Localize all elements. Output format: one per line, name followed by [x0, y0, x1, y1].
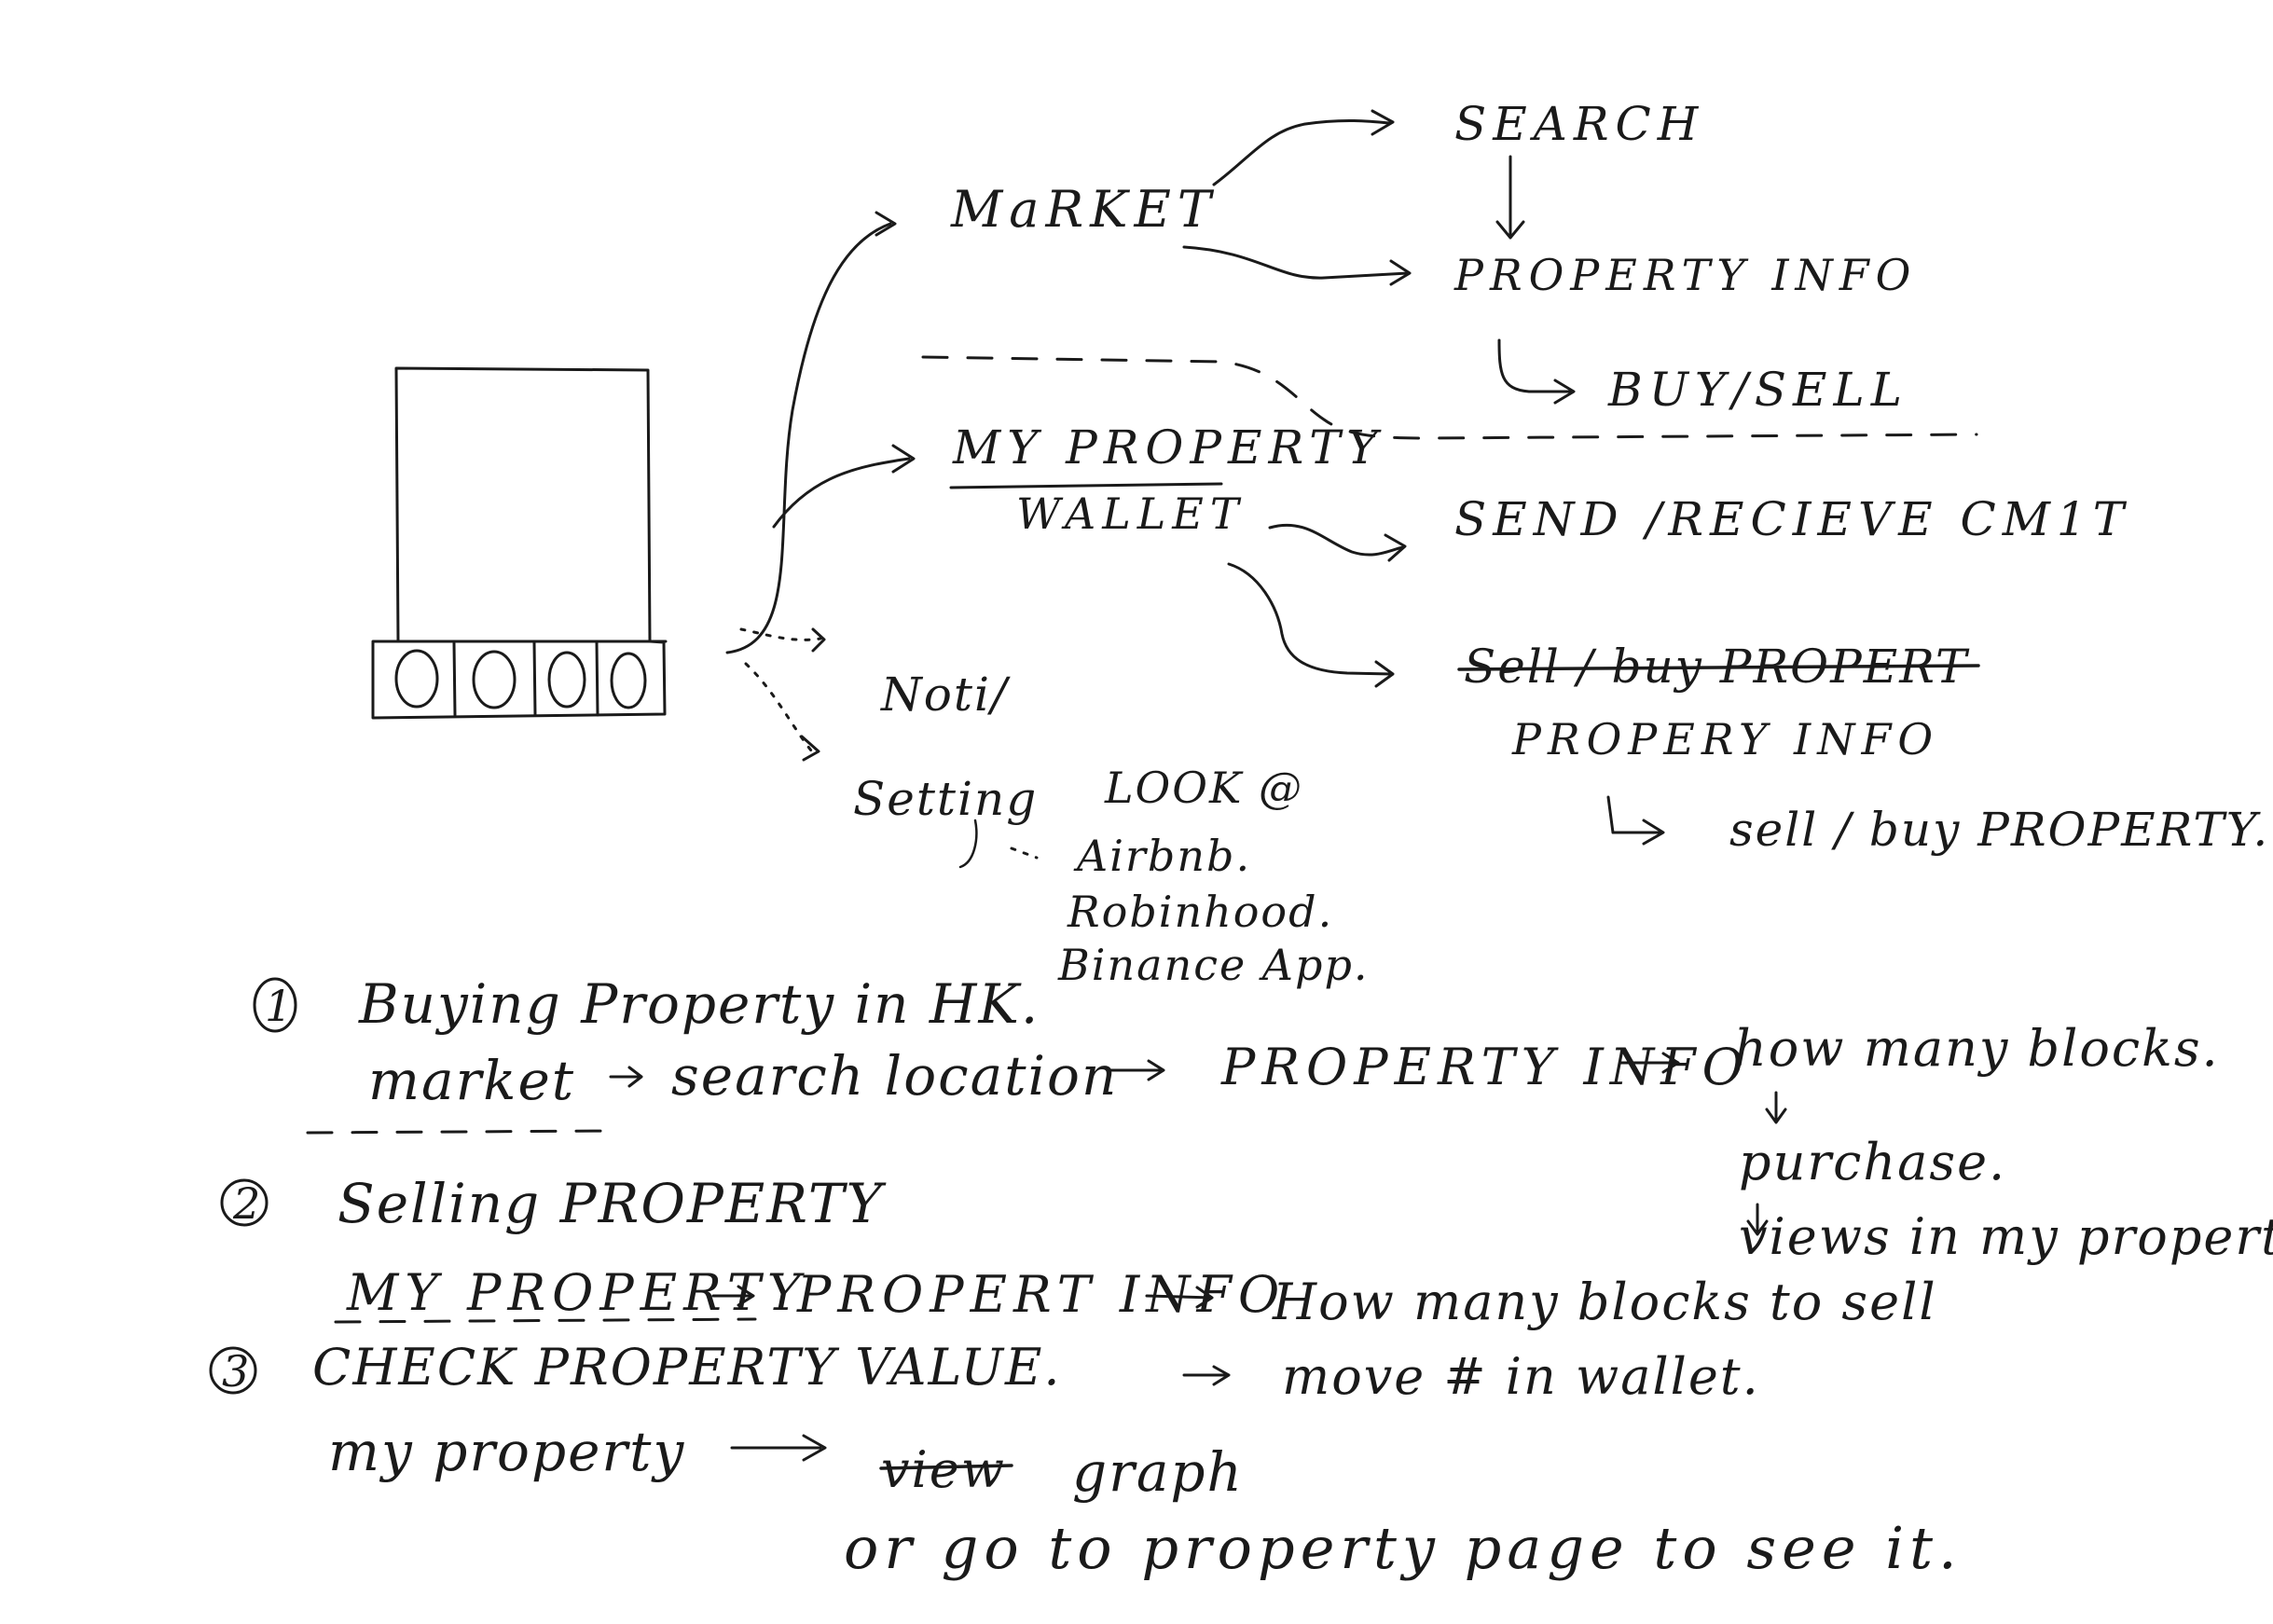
arrow-to-my-property-head — [891, 444, 916, 474]
flow2-step-3: How many blocks to sell — [1273, 1273, 1937, 1331]
arrow-to-setting — [744, 662, 813, 752]
arrow-to-sell-buy-property — [1606, 795, 1661, 834]
nav-setting-label: Setting — [853, 772, 1039, 826]
flow3-alt: or go to property page to see it. — [844, 1514, 1963, 1582]
arrow-info-to-buysell — [1497, 338, 1573, 393]
flow3-struck-view: view — [881, 1440, 1006, 1499]
wallet-property-info-label: PROPERY INFO — [1512, 714, 1940, 764]
arrow-to-sell-buy-head — [1374, 660, 1395, 688]
phone-button-4 — [610, 652, 647, 709]
arrow-market-to-search-head — [1371, 109, 1395, 136]
flow3-arrow-side — [1182, 1365, 1231, 1386]
struck-sell-buy-label: Sell / buy PROPERT — [1464, 640, 1969, 694]
flow2-arrow-1 — [711, 1285, 755, 1307]
flow1-arrow-2 — [1108, 1059, 1165, 1081]
flow3-start: my property — [328, 1420, 686, 1483]
flow2-step-1: MY PROPERTY — [347, 1263, 807, 1322]
arrow-to-setting-head — [800, 735, 820, 762]
flow2-underline — [334, 1317, 757, 1324]
arrow-to-noti — [739, 627, 822, 641]
phone-button-1 — [394, 649, 439, 709]
arrow-to-my-property — [772, 457, 911, 529]
flow3-title: CHECK PROPERTY VALUE. — [312, 1338, 1062, 1397]
nav-wallet-label: WALLET — [1016, 489, 1246, 539]
flow1-step-4: how many blocks. — [1734, 1019, 2220, 1078]
flow2-title: Selling PROPERTY — [338, 1172, 884, 1235]
flow1-number: 1 — [265, 981, 295, 1031]
nav-noti-label: Noti/ — [881, 667, 1009, 722]
flow1-step-1: market — [368, 1049, 576, 1112]
arrow-market-to-search — [1212, 118, 1391, 186]
flow1-step-3: PROPERTY INFO — [1221, 1038, 1750, 1096]
arrow-market-to-property-info — [1182, 245, 1410, 280]
flow2-arrow-2 — [1145, 1286, 1214, 1309]
my-property-underline — [949, 482, 1223, 489]
section-divider — [921, 355, 1978, 440]
flow2-number: 2 — [233, 1178, 263, 1229]
flow3-graph: graph — [1072, 1440, 1244, 1504]
flow3-number: 3 — [222, 1346, 252, 1397]
phone-wireframe — [371, 366, 668, 720]
nav-market-label: MaRKET — [951, 180, 1218, 239]
references-heading: LOOK @ — [1105, 763, 1303, 813]
flow3-number-circle — [209, 1346, 257, 1395]
sell-buy-property-label: sell / buy PROPERTY. — [1729, 803, 2270, 857]
flow-divider — [306, 1129, 613, 1135]
nav-my-property-label: MY PROPERTY — [953, 420, 1384, 475]
arrow-info-to-buysell-head — [1553, 378, 1576, 405]
flow1-arrow-4 — [1765, 1091, 1787, 1124]
arrow-to-sell-buy — [1227, 562, 1393, 676]
search-label: SEARCH — [1454, 97, 1705, 151]
flow1-step-2: search location — [671, 1044, 1119, 1108]
flow3-arrow-main — [730, 1434, 827, 1462]
arrow-market-to-property-info-head — [1389, 259, 1412, 286]
reference-item-2: Robinhood. — [1068, 887, 1334, 937]
flow1-arrow-3 — [1619, 1052, 1680, 1074]
reference-bracket — [1010, 846, 1039, 860]
reference-item-1: Airbnb. — [1077, 831, 1252, 881]
send-receive-label: SEND /RECIEVE CM1T — [1454, 492, 2131, 546]
flow1-arrow-1 — [609, 1066, 643, 1088]
flow1-arrow-5 — [1746, 1203, 1769, 1236]
buy-sell-label: BUY/SELL — [1608, 363, 1908, 417]
setting-descender — [958, 819, 978, 869]
flow1-followup-2: views in my property. — [1739, 1207, 2273, 1266]
flow3-side-note: move # in wallet. — [1282, 1347, 1760, 1406]
arrow-to-send-receive — [1268, 523, 1405, 557]
reference-item-3: Binance App. — [1058, 940, 1370, 990]
arrow-to-market-head — [875, 211, 897, 237]
flow1-number-circle — [253, 977, 297, 1033]
flow2-step-2: PROPERT INFO — [797, 1265, 1287, 1324]
flow1-followup-1: purchase. — [1739, 1133, 2007, 1191]
strike-view — [879, 1464, 1013, 1470]
phone-button-3 — [547, 651, 586, 709]
market-property-info-label: PROPERTY INFO — [1454, 250, 1918, 300]
arrow-search-to-info-head — [1495, 220, 1525, 240]
arrow-to-noti-head — [811, 627, 826, 653]
strike-sell-buy-propert — [1457, 664, 1980, 671]
arrow-to-sell-buy-property-head — [1642, 819, 1665, 846]
arrow-to-market — [725, 222, 892, 654]
flow1-title: Buying Property in HK. — [359, 972, 1040, 1036]
phone-button-2 — [472, 650, 517, 709]
flow2-number-circle — [220, 1178, 269, 1227]
arrow-to-send-receive-head — [1384, 533, 1407, 562]
